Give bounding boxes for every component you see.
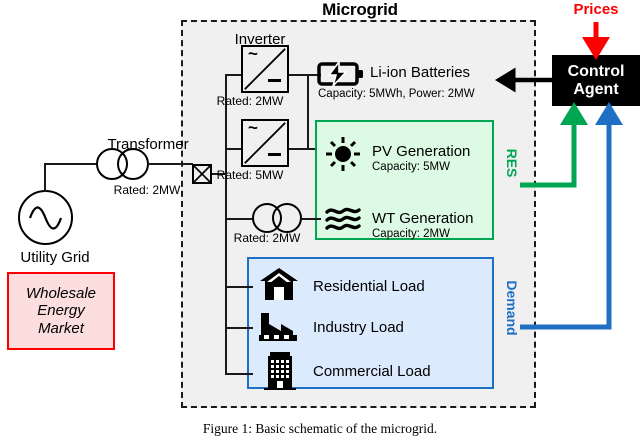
wt-generation-spec: Capacity: 2MW [372, 228, 450, 240]
dc-bus-line [307, 74, 309, 150]
battery-spec: Capacity: 5MWh, Power: 2MW [318, 88, 475, 100]
utility-riser-line [44, 163, 46, 192]
control-agent-line-1: Control [567, 62, 625, 80]
bus-to-res-transformer-line [225, 218, 254, 220]
inverter-1-ac-symbol: ~ [248, 44, 258, 63]
demand-signal-arrow [520, 101, 623, 330]
inverter-2-dc-symbol [268, 153, 281, 156]
waves-icon [325, 204, 361, 234]
residential-load-name: Residential Load [313, 278, 425, 295]
commercial-load-name: Commercial Load [313, 363, 431, 380]
utility-grid-label: Utility Grid [20, 249, 90, 266]
utility-to-transformer-line [44, 163, 97, 165]
res-transformer-rating: Rated: 2MW [233, 231, 301, 245]
factory-icon [259, 311, 299, 341]
prices-label: Prices [573, 1, 619, 18]
inverter-2-ac-symbol: ~ [248, 118, 258, 137]
house-icon [259, 267, 299, 301]
wholesale-energy-market-box: Wholesale Energy Market [7, 272, 115, 350]
control-agent-line-2: Agent [573, 80, 619, 98]
figure-caption: Figure 1: Basic schematic of the microgr… [202, 421, 438, 436]
bus-to-industry-line [225, 327, 253, 329]
pv-generation-spec: Capacity: 5MW [372, 161, 450, 173]
res-signal-arrow [520, 101, 588, 188]
inverter-icon-1: ~ [241, 45, 289, 93]
transformer-rating: Rated: 2MW [113, 183, 181, 197]
res-transformer-to-res-line [301, 218, 321, 220]
inverter-section-title: Inverter [234, 31, 286, 48]
inverter-1-dc-symbol [268, 79, 281, 82]
inverter-1-rating: Rated: 2MW [216, 94, 284, 108]
battery-name: Li-ion Batteries [370, 64, 471, 81]
battery-charging-icon [317, 59, 364, 87]
market-line-1: Wholesale [25, 285, 97, 303]
office-building-icon [264, 352, 296, 390]
bus-to-residential-line [225, 286, 253, 288]
circuit-breaker-icon [192, 164, 212, 184]
microgrid-title: Microgrid [322, 0, 398, 19]
pv-generation-name: PV Generation [372, 143, 471, 160]
inverter-2-to-dc-bus-line [289, 148, 321, 150]
res-group-box [315, 120, 494, 240]
sun-icon [325, 136, 361, 172]
bus-to-commercial-line [225, 373, 253, 375]
breaker-to-bus-line [212, 173, 227, 175]
main-bus-line [225, 74, 227, 374]
inverter-2-rating: Rated: 5MW [216, 168, 284, 182]
market-line-2: Energy [37, 302, 85, 320]
industry-load-name: Industry Load [313, 319, 404, 336]
transformer-to-breaker-line [148, 163, 193, 165]
control-agent-box[interactable]: Control Agent [552, 55, 640, 106]
wt-generation-name: WT Generation [372, 210, 474, 227]
market-line-3: Market [38, 319, 84, 337]
inverter-1-to-dc-bus-line [289, 74, 321, 76]
inverter-icon-2: ~ [241, 119, 289, 167]
